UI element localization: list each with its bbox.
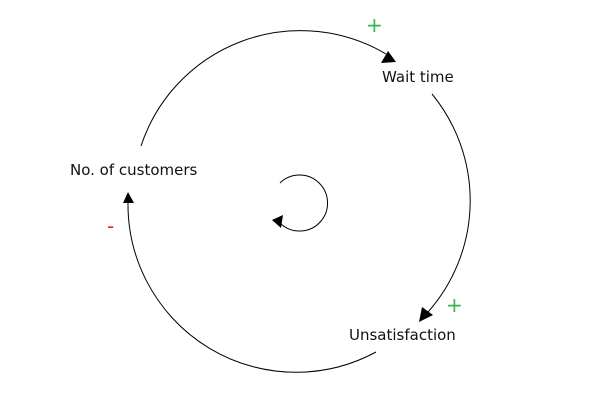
polarity-wait-time-to-unsatisfaction: + — [446, 293, 463, 317]
link-wait-time-to-unsatisfaction — [427, 93, 471, 313]
link-unsatisfaction-to-customers — [127, 201, 377, 373]
link-customers-to-wait-time — [140, 30, 387, 147]
polarity-unsatisfaction-to-customers: - — [107, 214, 114, 238]
node-label-customers: No. of customers — [70, 161, 198, 179]
arrowhead-customers — [123, 192, 134, 203]
node-label-unsatisfaction: Unsatisfaction — [349, 326, 456, 344]
loop-direction-indicator — [279, 174, 329, 232]
polarity-customers-to-wait-time: + — [366, 13, 383, 37]
loop-direction-arrowhead — [272, 215, 283, 228]
arrowhead-unsatisfaction — [419, 307, 433, 322]
arrowhead-wait-time — [381, 51, 396, 63]
node-label-wait-time: Wait time — [382, 68, 454, 86]
